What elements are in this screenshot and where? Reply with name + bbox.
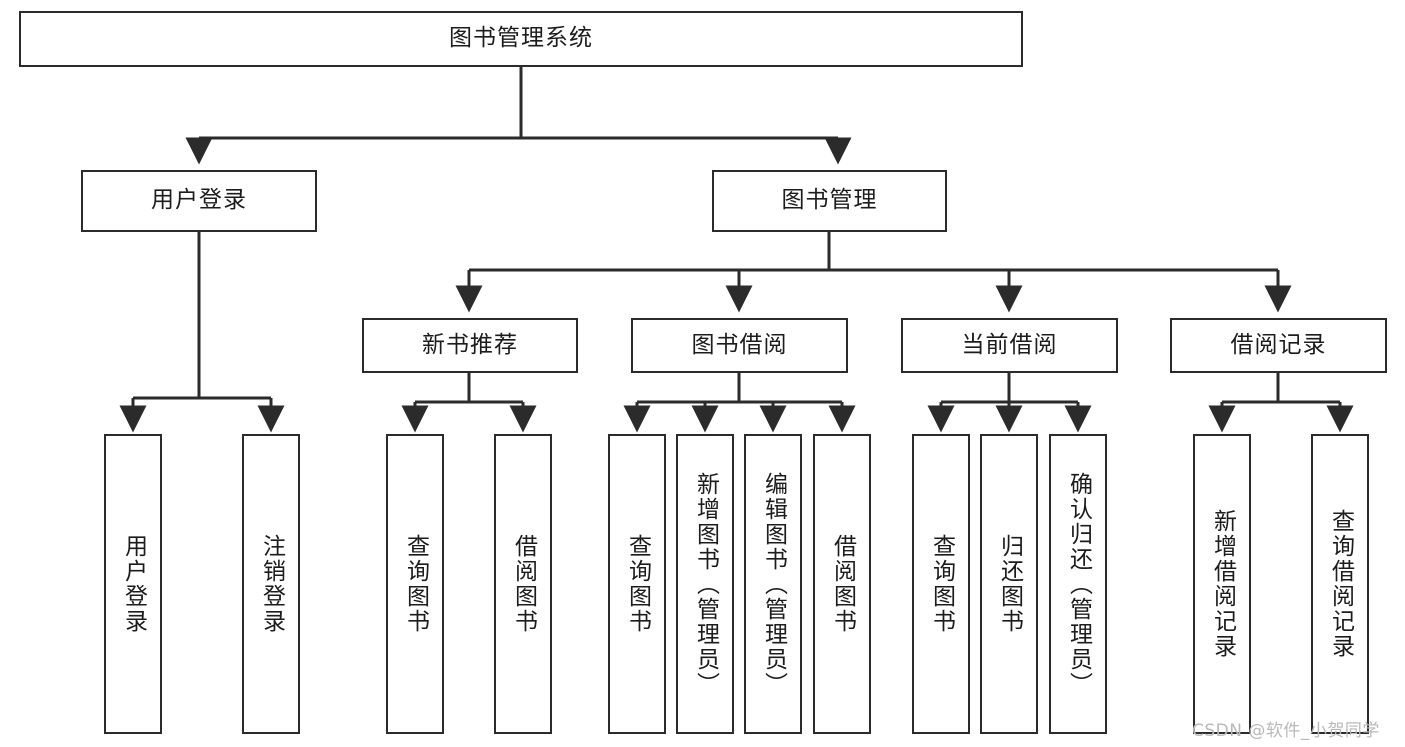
csdn-watermark: CSDN @软件_小贺同学 <box>1192 721 1380 741</box>
node-label: 图书管理系统 <box>449 25 593 52</box>
leaf-add-book[interactable]: 新增图书（管理员） <box>676 434 734 734</box>
leaf-confirm-return[interactable]: 确认归还（管理员） <box>1049 434 1107 734</box>
node-book-management[interactable]: 图书管理 <box>712 170 947 232</box>
leaf-return-book[interactable]: 归还图书 <box>980 434 1038 734</box>
leaf-edit-book[interactable]: 编辑图书（管理员） <box>744 434 802 734</box>
node-label: 借阅记录 <box>1230 331 1327 358</box>
leaf-query-book-3[interactable]: 查询图书 <box>912 434 970 734</box>
node-label: 当前借阅 <box>961 331 1058 358</box>
leaf-user-logout[interactable]: 注销登录 <box>242 434 300 734</box>
node-label: 图书管理 <box>781 187 878 214</box>
node-label: 图书借阅 <box>691 331 788 358</box>
leaf-query-book-2[interactable]: 查询图书 <box>608 434 666 734</box>
node-label: 查询借阅记录 <box>1327 509 1354 659</box>
node-borrow-record[interactable]: 借阅记录 <box>1170 318 1387 373</box>
leaf-borrow-book-2[interactable]: 借阅图书 <box>813 434 871 734</box>
node-label: 用户登录 <box>151 187 247 214</box>
node-user-login[interactable]: 用户登录 <box>81 170 317 232</box>
node-label: 借阅图书 <box>829 534 856 634</box>
leaf-user-login[interactable]: 用户登录 <box>104 434 162 734</box>
node-label: 用户登录 <box>120 534 147 634</box>
node-label: 新增借阅记录 <box>1209 509 1236 659</box>
node-label: 查询图书 <box>928 534 955 634</box>
node-label: 编辑图书（管理员） <box>760 471 787 697</box>
leaf-query-borrow-record[interactable]: 查询借阅记录 <box>1311 434 1369 734</box>
node-root[interactable]: 图书管理系统 <box>19 11 1023 67</box>
leaf-query-book-1[interactable]: 查询图书 <box>386 434 444 734</box>
node-label: 新增图书（管理员） <box>692 471 719 697</box>
node-label: 查询图书 <box>624 534 651 634</box>
node-new-book-recommend[interactable]: 新书推荐 <box>362 318 578 373</box>
leaf-add-borrow-record[interactable]: 新增借阅记录 <box>1193 434 1251 734</box>
leaf-borrow-book-1[interactable]: 借阅图书 <box>494 434 552 734</box>
node-label: 借阅图书 <box>510 534 537 634</box>
node-label: 归还图书 <box>996 534 1023 634</box>
node-book-borrow[interactable]: 图书借阅 <box>631 318 848 373</box>
node-label: 注销登录 <box>258 534 285 634</box>
node-label: 新书推荐 <box>422 331 518 358</box>
node-current-borrow[interactable]: 当前借阅 <box>901 318 1118 373</box>
node-label: 确认归还（管理员） <box>1065 471 1092 697</box>
node-label: 查询图书 <box>402 534 429 634</box>
